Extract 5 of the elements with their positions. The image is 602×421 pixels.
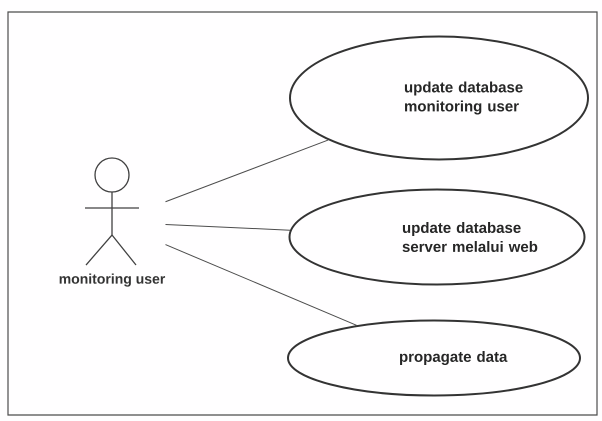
association-line [164,244,358,326]
actor: monitoring user [60,157,166,287]
association-line [164,140,329,202]
node-label: monitoring user [60,274,166,287]
association-line [164,224,290,231]
